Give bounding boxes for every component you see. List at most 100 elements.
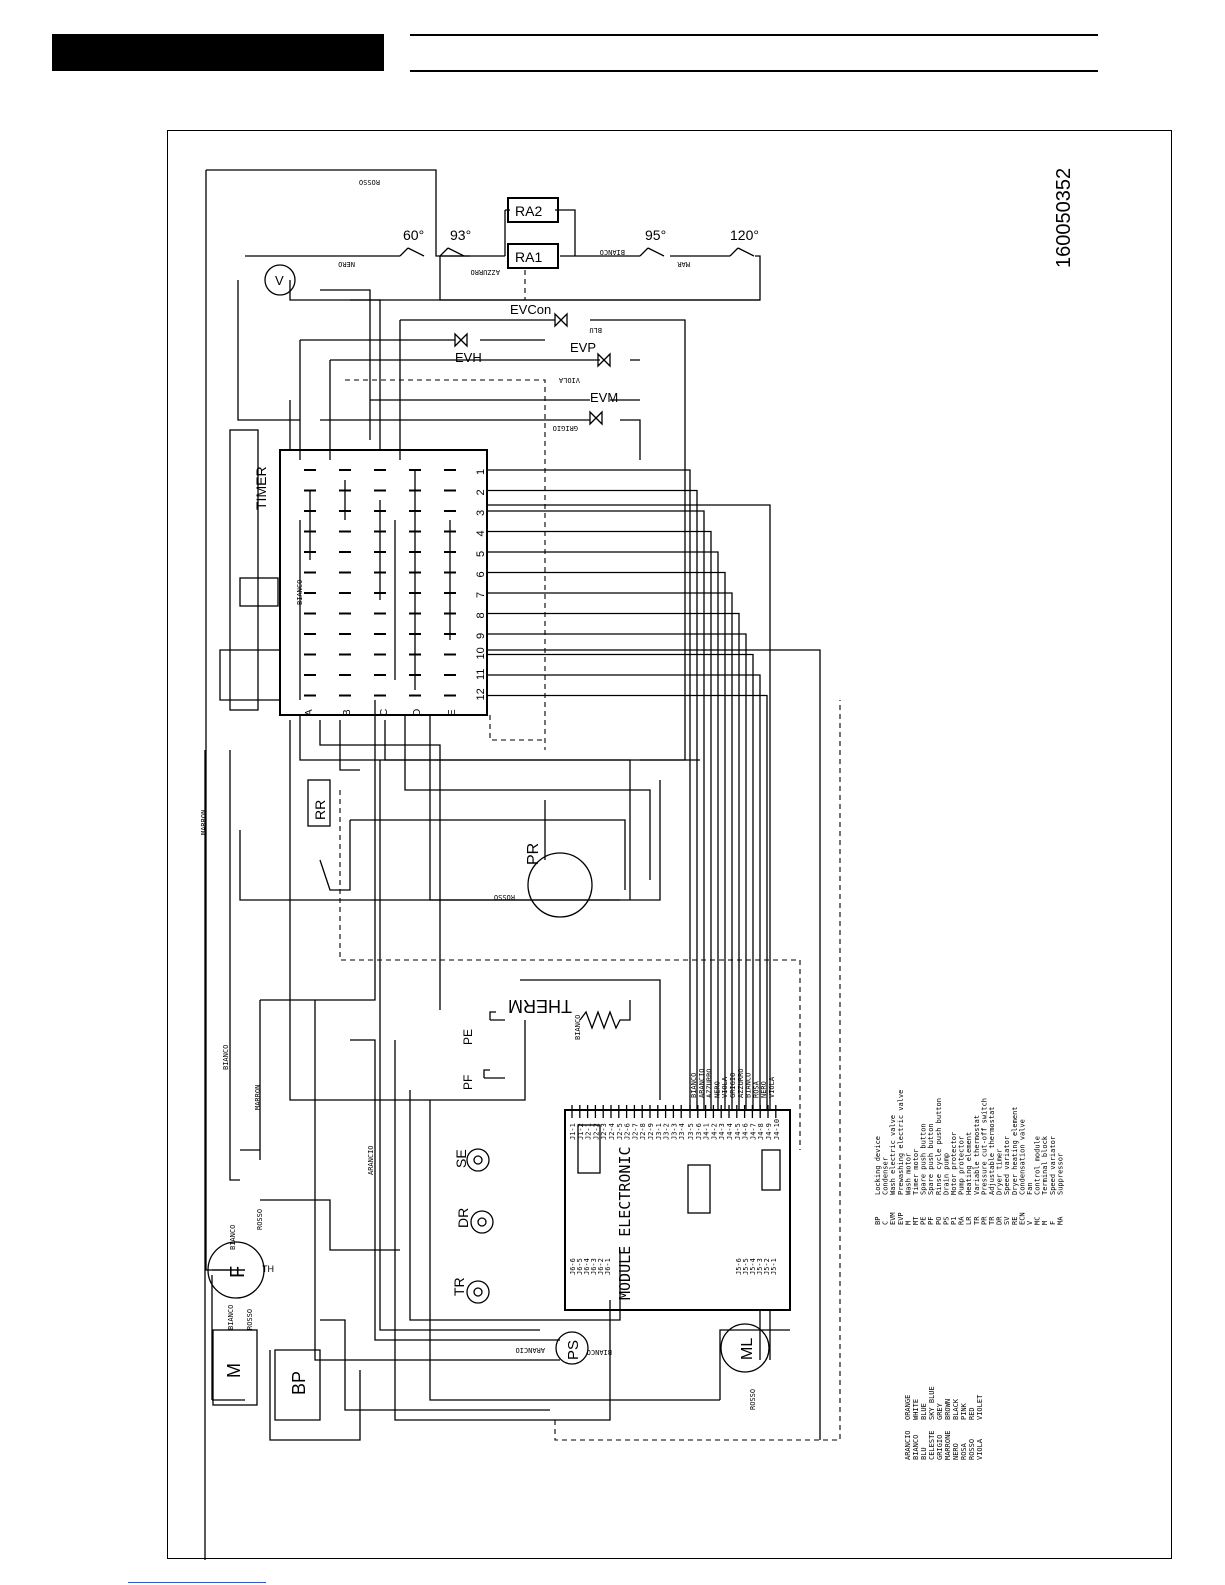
- colour-legend: ARANCIOORANGEBIANCOWHITEBLUBLUECELESTESK…: [904, 1386, 984, 1460]
- legend-code: DR: [996, 1216, 1004, 1225]
- legend-desc: Dryer heating element: [1011, 1106, 1019, 1195]
- svg-text:BLU: BLU: [589, 326, 602, 334]
- module-pin-label: J5-3: [756, 1258, 764, 1275]
- bus-wire: [487, 530, 712, 1110]
- legend-desc: Speed variator: [1003, 1136, 1011, 1195]
- svg-text:NERO: NERO: [338, 260, 355, 268]
- legend-desc: Prewashing electric valve: [897, 1090, 905, 1195]
- colour-legend-en: GREY: [936, 1402, 944, 1420]
- legend-desc: Wash motor: [904, 1153, 912, 1195]
- legend-desc: Spare push button: [920, 1123, 928, 1195]
- svg-text:BIANCO: BIANCO: [229, 1225, 237, 1250]
- svg-text:MODULE ELECTRONIC: MODULE ELECTRONIC: [616, 1146, 634, 1300]
- legend-desc: Suppressor: [1056, 1153, 1064, 1195]
- bus-wire: [487, 510, 705, 1110]
- module-pin-label: J1-1: [569, 1123, 577, 1140]
- bus-wire: [487, 504, 771, 1110]
- svg-text:MARRON: MARRON: [254, 1085, 262, 1110]
- colour-legend-it: VIOLA: [976, 1438, 984, 1460]
- colour-legend-en: RED: [968, 1407, 976, 1420]
- header-bar: [52, 34, 384, 71]
- legend-desc: Control module: [1034, 1136, 1042, 1195]
- timer-row-label: E: [447, 709, 458, 716]
- colour-legend-en: BLACK: [952, 1398, 960, 1420]
- svg-text:ROSSO: ROSSO: [246, 1309, 254, 1330]
- svg-text:RA1: RA1: [515, 249, 542, 265]
- bus-wire: [487, 571, 726, 1110]
- selector-se: SE: [453, 1148, 490, 1172]
- legend-code: C: [882, 1221, 890, 1225]
- bus-wire: [487, 612, 740, 1110]
- bus-wire: [487, 694, 768, 1110]
- colour-legend-en: WHITE: [912, 1399, 920, 1420]
- component-rr: RR: [307, 779, 331, 827]
- timer-position-label: 11: [475, 669, 487, 680]
- legend-desc: Adjustable thermostat: [988, 1106, 996, 1195]
- legend-code: M: [1041, 1221, 1049, 1225]
- timer-position-label: 5: [475, 551, 487, 557]
- legend-desc: Drain pump: [942, 1153, 950, 1195]
- svg-text:SE: SE: [453, 1149, 469, 1168]
- svg-text:V: V: [275, 273, 284, 288]
- legend-code: PR: [980, 1216, 988, 1225]
- legend-desc: Terminal block: [1041, 1135, 1049, 1195]
- pin-wire-colour: ARANCIO: [698, 1068, 706, 1098]
- legend-code: ECN: [1018, 1212, 1026, 1225]
- legend-code: RA: [958, 1216, 966, 1225]
- svg-text:PF: PF: [461, 1075, 475, 1090]
- svg-text:BP: BP: [289, 1371, 309, 1395]
- svg-text:BIANCO: BIANCO: [587, 1348, 612, 1356]
- svg-text:EVP: EVP: [570, 340, 596, 355]
- colour-legend-it: ROSSO: [968, 1439, 976, 1460]
- legend-code: TR: [988, 1216, 996, 1225]
- left-wiring: [204, 700, 841, 1560]
- svg-text:60°: 60°: [403, 227, 424, 243]
- svg-text:VIOLA: VIOLA: [558, 376, 580, 384]
- legend-desc: Dryer timer: [996, 1149, 1004, 1195]
- module-pin-label: J5-5: [742, 1258, 750, 1275]
- push-button-pf: PF: [461, 1069, 505, 1090]
- svg-text:ROSSO: ROSSO: [256, 1209, 264, 1230]
- legend-desc: Condensation valve: [1018, 1119, 1026, 1195]
- header-rule-bottom: [410, 70, 1098, 72]
- module-pin-label: J4-7: [749, 1123, 757, 1140]
- svg-text:BIANCO: BIANCO: [574, 1015, 582, 1040]
- timer-row-label: A: [304, 709, 315, 716]
- module-pin-label: J2-5: [616, 1123, 624, 1140]
- module-pin-label: J3-5: [687, 1123, 695, 1140]
- module-pin-label: J6-4: [583, 1258, 591, 1275]
- wire-labels: ROSSO NERO AZZURRO BIANCO MAR BLU GRIGIO…: [200, 178, 757, 1410]
- bus-wire: [487, 592, 733, 1110]
- legend-desc: Wash electric valve: [889, 1115, 897, 1195]
- footer-link[interactable]: [128, 1582, 266, 1583]
- colour-legend-it: ARANCIO: [904, 1430, 912, 1460]
- timer-label: TIMER: [253, 466, 269, 510]
- header-rule-top: [410, 34, 1098, 36]
- module-pin-label: J2-6: [624, 1123, 632, 1140]
- colour-legend-it: BIANCO: [912, 1435, 920, 1460]
- legend-desc: Motor protector: [950, 1132, 958, 1195]
- module-pin-label: J4-3: [718, 1123, 726, 1140]
- pin-wire-colour: BIANCO: [745, 1073, 753, 1098]
- colour-legend-en: BROWN: [944, 1399, 952, 1420]
- legend-code: RE: [1011, 1217, 1019, 1225]
- svg-text:RR: RR: [312, 800, 328, 820]
- module-pin-label: J3-6: [695, 1123, 703, 1140]
- module-pin-label: J2-4: [608, 1123, 616, 1140]
- selector-dr: DR: [455, 1208, 494, 1234]
- legend-desc: Timer motor: [912, 1149, 920, 1195]
- colour-legend-en: PINK: [960, 1402, 968, 1420]
- valve-evcon: EVCon: [510, 302, 568, 328]
- module-pin-label: J6-2: [597, 1258, 605, 1275]
- pin-wire-colour: VIOLA: [768, 1076, 776, 1098]
- legend-code: PE: [920, 1217, 928, 1225]
- svg-text:BIANCO: BIANCO: [600, 248, 625, 256]
- heating-element-ra1: RA1: [507, 243, 559, 269]
- switch-f: F TH: [207, 1241, 274, 1299]
